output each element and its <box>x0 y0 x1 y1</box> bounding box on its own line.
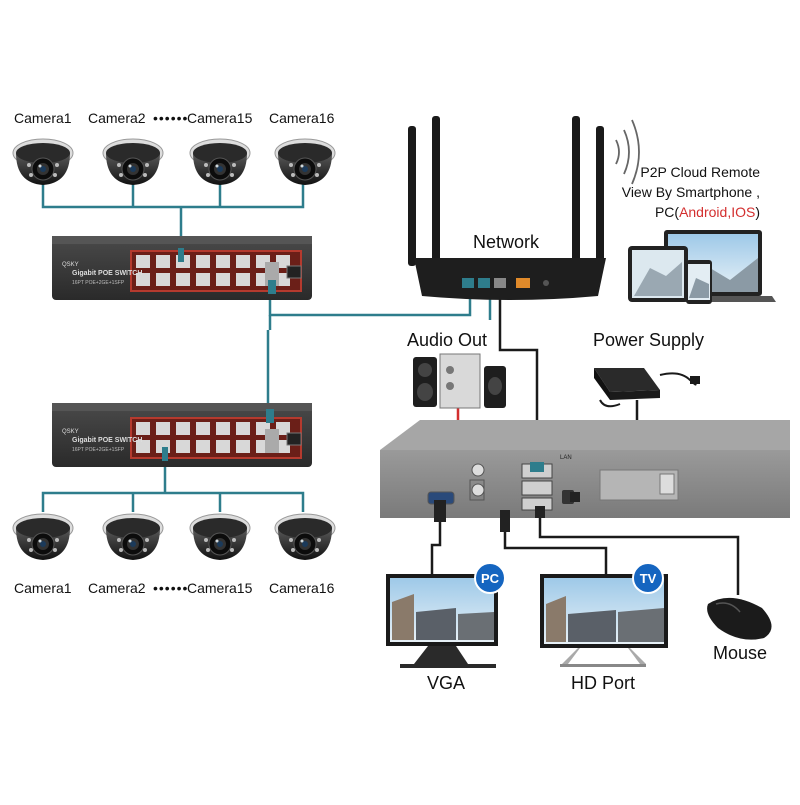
camera-label: Camera1 <box>14 580 72 596</box>
network-label: Network <box>473 232 540 252</box>
tv-monitor-icon <box>540 574 668 667</box>
switch-label: Gigabit POE SWITCH <box>72 437 143 444</box>
power-supply-label: Power Supply <box>593 330 705 350</box>
speaker-icon <box>413 353 506 409</box>
pc-monitor-icon <box>386 574 498 668</box>
nvr-recorder <box>380 420 790 518</box>
camera-dome-icon <box>189 138 251 186</box>
mouse-label: Mouse <box>713 643 768 663</box>
audio-out-label: Audio Out <box>407 330 488 350</box>
connector-plugs <box>434 492 580 532</box>
camera-dome-icon <box>189 513 251 561</box>
nvr-port-label: LAN <box>560 455 572 461</box>
switch-brand: QSKY <box>62 262 79 268</box>
hdmi-cable <box>503 530 608 575</box>
pc-badge: PC <box>474 562 506 594</box>
tv-badge-text: TV <box>640 571 657 586</box>
p2p-description: P2P Cloud Remote View By Smartphone , PC… <box>600 162 760 222</box>
camera-label: Camera16 <box>269 110 335 126</box>
devices-icon <box>628 230 776 304</box>
camera-label: Camera1 <box>14 110 72 126</box>
tv-badge: TV <box>632 562 664 594</box>
camera-cables-bottom <box>41 460 305 512</box>
camera-label: Camera2 <box>88 110 146 126</box>
router-icon <box>408 116 606 300</box>
camera-dome-icon <box>102 138 164 186</box>
vga-cable <box>430 520 442 575</box>
switch-brand: QSKY <box>62 429 79 435</box>
lan-cable <box>498 288 539 462</box>
switch-sublabel: 16PT POE+2GE+1SFP <box>72 447 125 453</box>
camera-dome-icon <box>102 513 164 561</box>
camera-label: Camera15 <box>187 110 253 126</box>
pc-badge-text: PC <box>481 571 500 586</box>
ellipsis-dots: •••••• <box>153 580 189 596</box>
p2p-line2: View By Smartphone , <box>621 184 760 200</box>
mouse-cable <box>538 515 740 595</box>
power-adapter-icon <box>594 368 700 408</box>
camera-label: Camera16 <box>269 580 335 596</box>
mouse-icon <box>707 597 772 640</box>
camera-dome-icon <box>274 513 336 561</box>
vga-label: VGA <box>427 673 466 693</box>
camera-dome-icon <box>12 138 74 186</box>
camera-label: Camera15 <box>187 580 253 596</box>
p2p-line3: PC(Android,IOS) <box>654 204 760 220</box>
poe-switch-bottom <box>52 403 312 467</box>
switch-sublabel: 16PT POE+2GE+1SFP <box>72 280 125 286</box>
camera-dome-icon <box>274 138 336 186</box>
wifi-signal-icon <box>615 119 640 185</box>
p2p-line1: P2P Cloud Remote <box>640 164 760 180</box>
camera-dome-icon <box>12 513 74 561</box>
switch-label: Gigabit POE SWITCH <box>72 270 143 277</box>
poe-switch-top <box>52 236 312 300</box>
camera-label: Camera2 <box>88 580 146 596</box>
ellipsis-dots: •••••• <box>153 110 189 126</box>
p2p-os-highlight: Android,IOS <box>679 204 756 220</box>
hd-port-label: HD Port <box>571 673 636 693</box>
